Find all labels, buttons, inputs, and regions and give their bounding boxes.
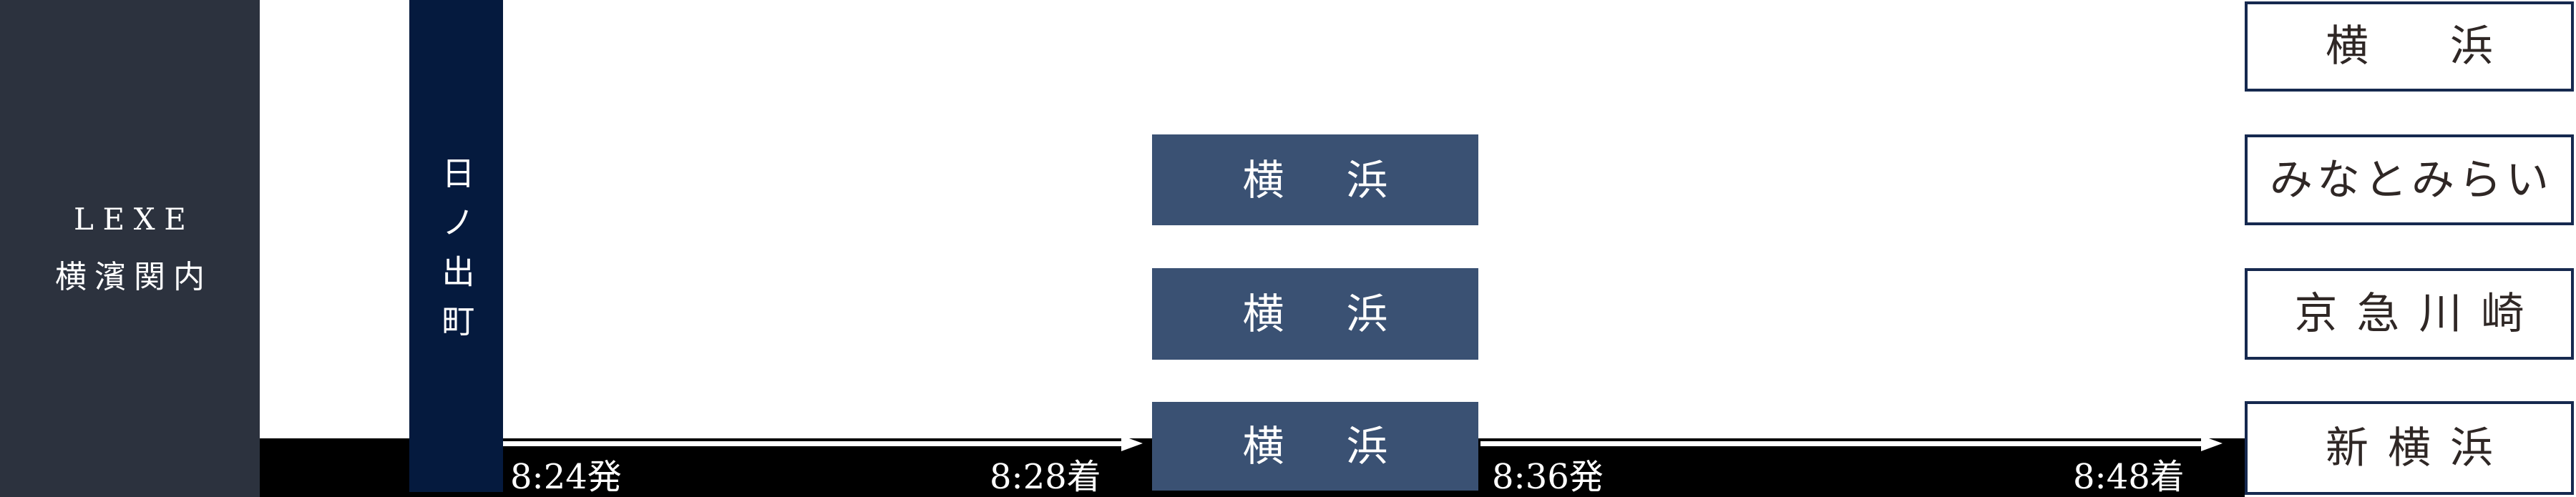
transfer-box-yokohama-row4: 横 浜 (1152, 402, 1478, 491)
transfer-box-yokohama-row2: 横 浜 (1152, 134, 1478, 225)
property-name-jp: 横濱関内 (55, 258, 213, 295)
time-depart-2: 8:36発 (1492, 457, 1604, 497)
origin-station-name: 日ノ出町 (436, 155, 476, 353)
destination-box-shin-yokohama: 新横浜 (2245, 401, 2574, 495)
destination-label: 横 浜 (2326, 21, 2512, 72)
time-depart-1: 8:24発 (510, 457, 622, 497)
destination-label: みなとみらい (2270, 154, 2553, 205)
destination-box-yokohama: 横 浜 (2245, 1, 2574, 92)
property-panel: LEXE 横濱関内 (0, 0, 260, 497)
destination-label: 京急川崎 (2294, 289, 2544, 339)
transfer-box-label: 横 浜 (1242, 155, 1398, 205)
time-arrive-1: 8:28着 (990, 457, 1101, 497)
origin-station-bar: 日ノ出町 (409, 0, 503, 492)
destination-box-minatomirai: みなとみらい (2245, 134, 2574, 225)
destination-label: 新横浜 (2326, 423, 2512, 473)
arrow-segment-2-line (1480, 441, 2204, 446)
arrow-segment-2-head-icon (2201, 436, 2223, 451)
time-arrive-2: 8:48着 (2073, 457, 2185, 497)
transfer-box-label: 横 浜 (1242, 290, 1398, 338)
arrow-segment-1-line (503, 441, 1124, 446)
transfer-box-label: 横 浜 (1242, 422, 1398, 471)
destination-box-keikyu-kawasaki: 京急川崎 (2245, 268, 2574, 360)
property-name-en: LEXE (74, 201, 195, 237)
arrow-segment-1-head-icon (1121, 436, 1143, 451)
transfer-box-yokohama-row3: 横 浜 (1152, 268, 1478, 360)
